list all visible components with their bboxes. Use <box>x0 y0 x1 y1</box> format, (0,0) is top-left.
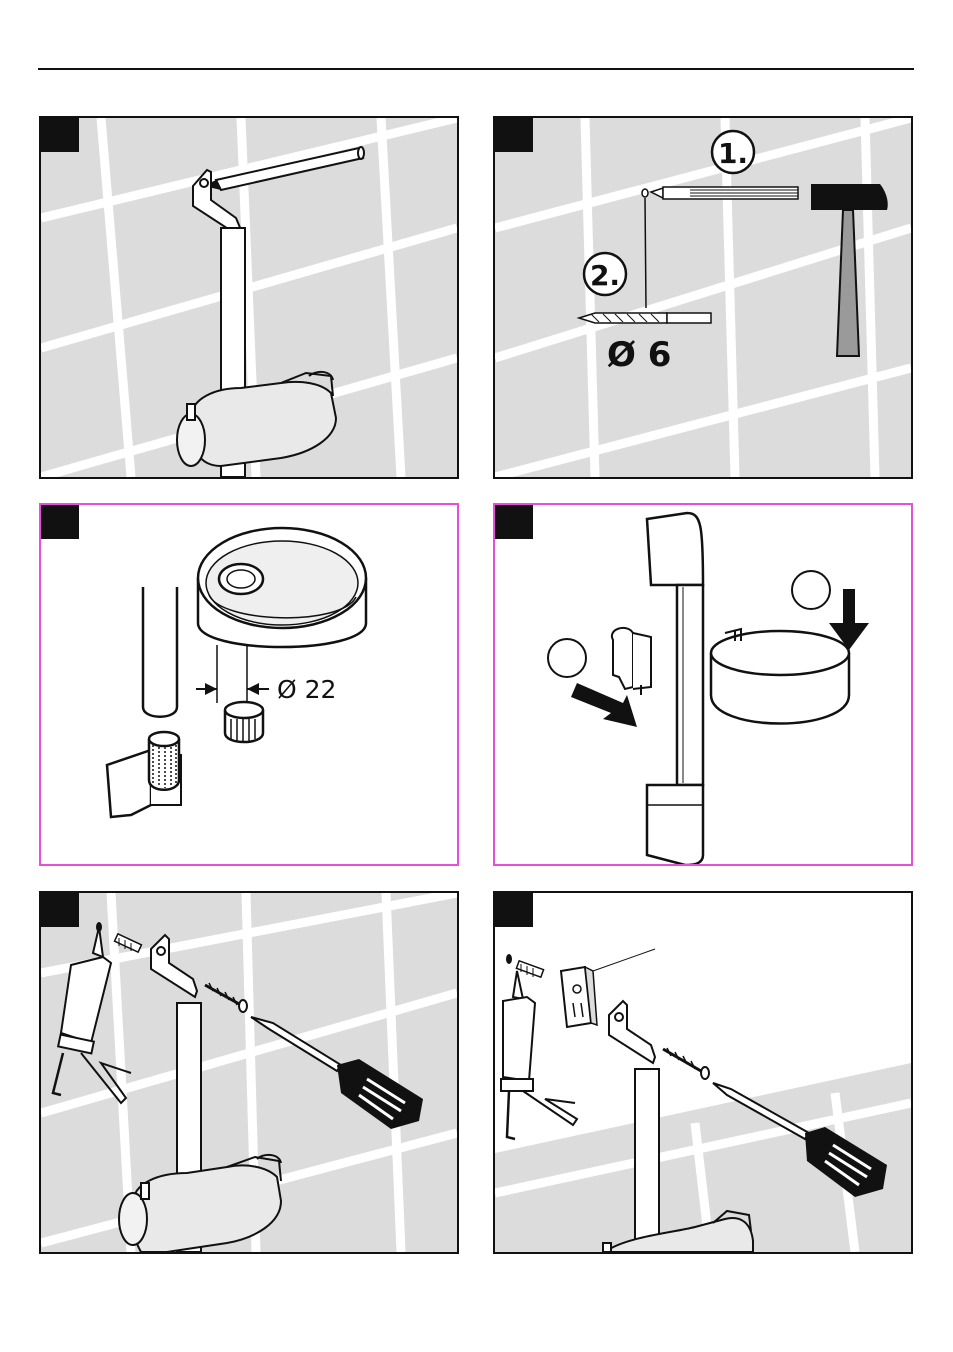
punch-icon <box>651 187 798 199</box>
step-1-illustration <box>41 118 457 477</box>
label-step-one: 1. <box>718 137 748 170</box>
dowel-icon <box>115 934 142 952</box>
screwdriver-icon <box>713 1083 887 1197</box>
slider-icon <box>132 1165 281 1252</box>
diameter-label: Ø 22 <box>277 675 336 704</box>
shower-rail <box>635 1069 659 1252</box>
screw-icon <box>205 983 247 1012</box>
slider-icon <box>191 382 336 466</box>
slider-icon <box>605 1218 753 1252</box>
soap-dish-icon <box>198 528 366 647</box>
drill-bit-icon <box>579 313 711 323</box>
step-3-panel: Ø 22 <box>39 503 459 866</box>
screw-icon <box>663 1048 709 1079</box>
step-2-illustration: 1. 2. Ø 6 <box>495 118 911 477</box>
marker-a <box>548 639 586 677</box>
arrow-down-right-icon <box>571 683 637 727</box>
hammer-icon <box>811 184 888 356</box>
soap-dish-icon <box>711 629 849 724</box>
pencil-icon <box>204 147 364 190</box>
step-4-panel <box>493 503 913 866</box>
dowel-icon <box>516 961 543 977</box>
marker-b <box>792 571 830 609</box>
header-rule <box>38 68 914 70</box>
silicone-gun-icon <box>53 927 131 1103</box>
step-2-panel: 1. 2. Ø 6 <box>493 116 913 479</box>
step-3-illustration: Ø 22 <box>41 505 457 864</box>
step-6-illustration <box>495 893 911 1252</box>
clip-icon <box>612 628 651 695</box>
step-4-illustration <box>495 505 911 864</box>
step-5-illustration <box>41 893 457 1252</box>
step-1-panel <box>39 116 459 479</box>
nut-icon <box>225 702 263 742</box>
label-step-two: 2. <box>590 259 620 292</box>
bracket-icon <box>107 732 181 817</box>
screwdriver-icon <box>251 1017 423 1129</box>
rail-end-icon <box>143 587 177 717</box>
shower-rail <box>647 513 703 864</box>
step-5-panel <box>39 891 459 1254</box>
step-6-panel <box>493 891 913 1254</box>
drill-size-label: Ø 6 <box>607 335 671 375</box>
